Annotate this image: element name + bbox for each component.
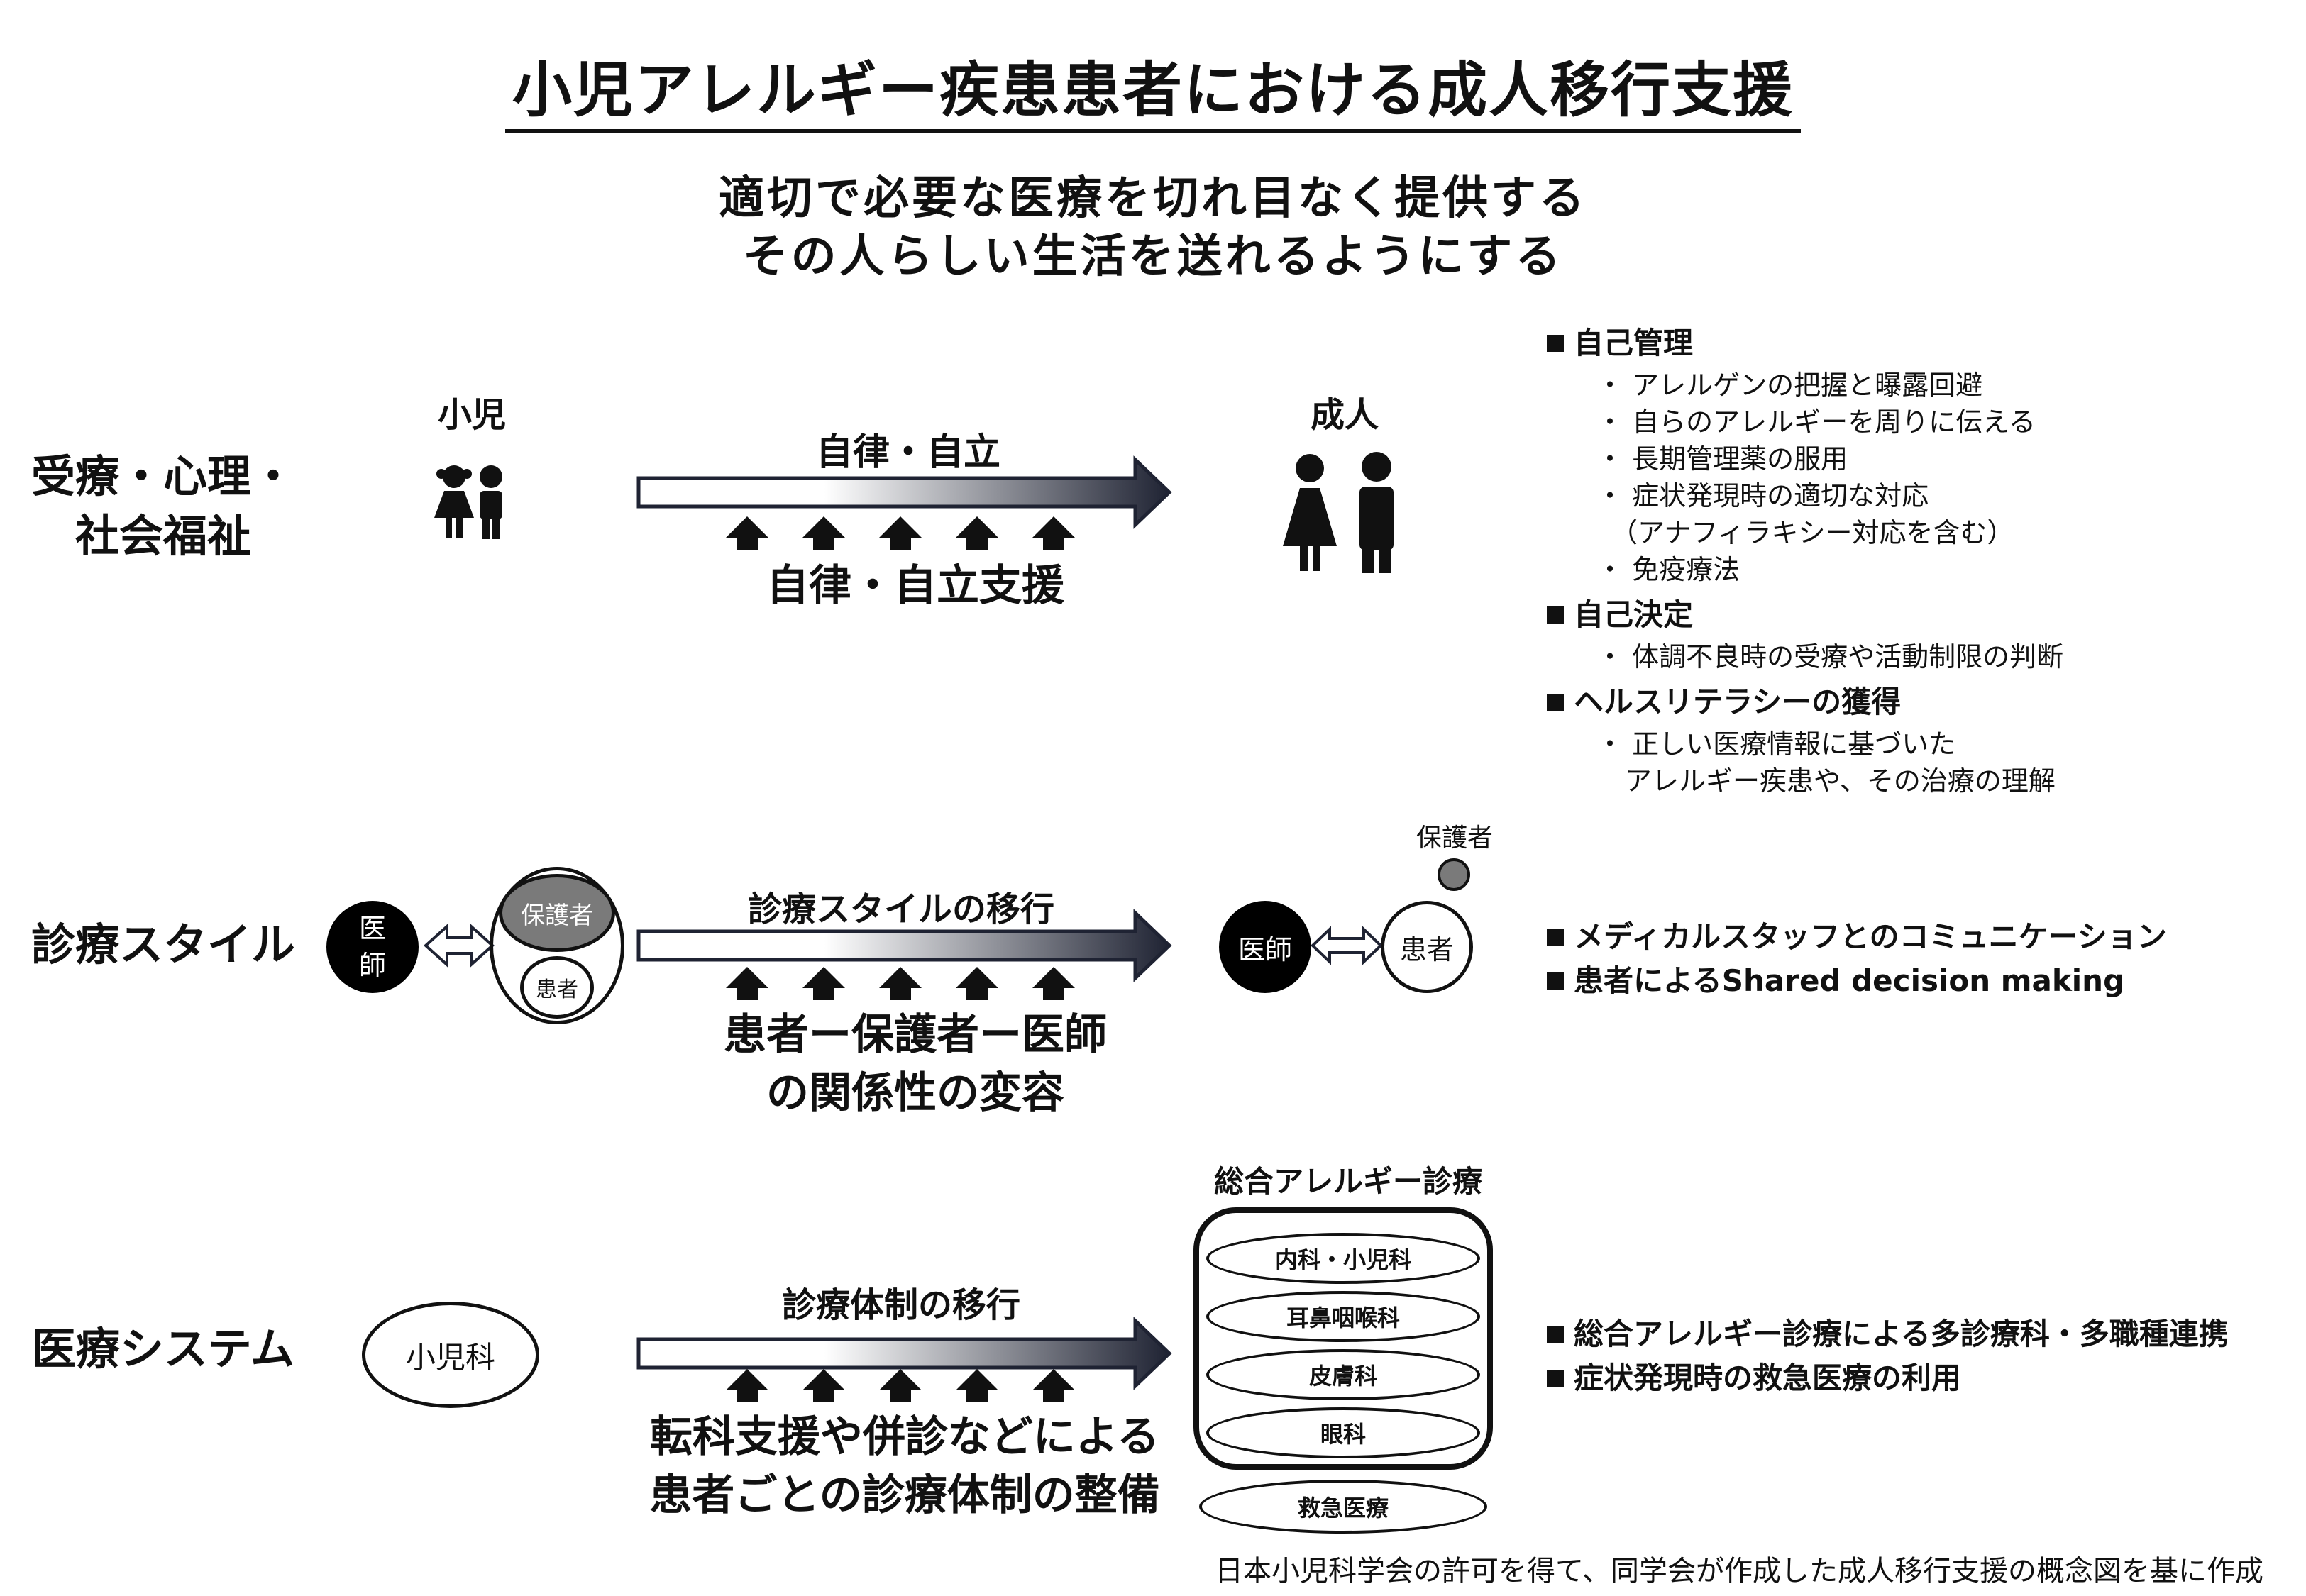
bullet-item: ・ 免疫療法 xyxy=(1596,554,1740,585)
support-arrows-1 xyxy=(726,516,1075,550)
up-arrow xyxy=(726,1369,768,1402)
bullet-item: ・ 長期管理薬の服用 xyxy=(1596,443,1848,475)
department-ellipse: 皮膚科 xyxy=(1206,1349,1480,1400)
support-line: 転科支援や併診などによる xyxy=(649,1412,1160,1462)
support-arrows-2 xyxy=(726,967,1075,1000)
transition-arrow-1 xyxy=(636,455,1172,529)
square-bullet-icon xyxy=(1547,972,1564,990)
support-label-1: 自律・自立支援 xyxy=(766,561,1064,611)
section-heading-self-determination: 自己決定 xyxy=(1547,591,2292,634)
row-label-line: 受療・心理・ xyxy=(31,450,295,502)
guardian-circle: 保護者 xyxy=(499,874,615,952)
square-bullet-icon xyxy=(1547,1369,1564,1387)
right-list-1: 自己管理 ・ アレルゲンの把握と曝露回避 ・ 自らのアレルギーを周りに伝える ・… xyxy=(1547,319,2292,799)
row-label-care: 受療・心理・ 社会福祉 xyxy=(28,447,298,566)
support-line: の関係性の変容 xyxy=(766,1068,1064,1118)
doctor-circle: 医 師 xyxy=(326,901,419,993)
emergency-ellipse: 救急医療 xyxy=(1199,1480,1487,1534)
up-arrow xyxy=(956,516,998,550)
support-line: 患者ごとの診療体制の整備 xyxy=(649,1470,1160,1520)
up-arrow xyxy=(1032,967,1075,1000)
section-bullets: ・ 正しい医療情報に基づいた アレルギー疾患や、その治療の理解 xyxy=(1596,726,2292,799)
doctor-circle-adult: 医師 xyxy=(1219,901,1311,993)
point-item: 症状発現時の救急医療の利用 xyxy=(1547,1356,2299,1400)
guardian-label-adult: 保護者 xyxy=(1416,824,1493,853)
clinic-title: 総合アレルギー診療 xyxy=(1213,1164,1482,1199)
up-arrow xyxy=(802,1369,845,1402)
up-arrow xyxy=(879,1369,922,1402)
support-arrows-3 xyxy=(726,1369,1075,1402)
point-item: 患者によるShared decision making xyxy=(1547,959,2292,1003)
row-label-style: 診療スタイル xyxy=(31,919,295,970)
patient-circle-adult: 患者 xyxy=(1381,901,1473,993)
arrow-label-1: 自律・自立 xyxy=(815,431,1000,474)
up-arrow xyxy=(1032,1369,1075,1402)
row-label-line: 社会福祉 xyxy=(75,510,251,562)
point-item: 総合アレルギー診療による多診療科・多職種連携 xyxy=(1547,1312,2299,1356)
footnote: 日本小児科学会の許可を得て、同学会が作成した成人移行支援の概念図を基に作成 xyxy=(1215,1555,2263,1587)
children-icon xyxy=(434,465,502,539)
page-title: 小児アレルギー疾患患者における成人移行支援 xyxy=(0,43,2306,133)
row-label-system: 医療システム xyxy=(31,1323,295,1375)
child-label: 小児 xyxy=(437,395,506,435)
title-text: 小児アレルギー疾患患者における成人移行支援 xyxy=(504,55,1801,133)
square-bullet-icon xyxy=(1547,928,1564,946)
up-arrow xyxy=(802,967,845,1000)
up-arrow xyxy=(879,516,922,550)
arrow-label-3: 診療体制の移行 xyxy=(781,1285,1020,1325)
bullet-item-continued: （アナフィラキシー対応を含む） xyxy=(1611,517,2014,548)
right-list-2: メディカルスタッフとのコミュニケーション 患者によるShared decisio… xyxy=(1547,915,2292,1003)
point-item: メディカルスタッフとのコミュニケーション xyxy=(1547,915,2292,959)
section-heading-self-management: 自己管理 xyxy=(1547,319,2292,362)
child-care-group xyxy=(490,867,624,1024)
support-line: 患者ー保護者ー医師 xyxy=(724,1010,1107,1060)
bullet-item: ・ アレルゲンの把握と曝露回避 xyxy=(1596,370,1983,401)
subtitle-line-1: 適切で必要な医療を切れ目なく提供する xyxy=(719,172,1587,225)
subtitle-line-2: その人らしい生活を送れるようにする xyxy=(742,231,1564,283)
guardian-dot xyxy=(1438,858,1470,891)
department-ellipse: 眼科 xyxy=(1206,1407,1480,1458)
transition-arrow-2 xyxy=(636,909,1172,982)
support-label-2: 患者ー保護者ー医師 の関係性の変容 xyxy=(631,1006,1199,1122)
arrow-label-2: 診療スタイルの移行 xyxy=(747,890,1054,929)
bullet-item: ・ 体調不良時の受療や活動制限の判断 xyxy=(1596,641,2064,672)
bullet-item: ・ 症状発現時の適切な対応 xyxy=(1596,480,1929,511)
bullet-item: ・ 自らのアレルギーを周りに伝える xyxy=(1596,406,2036,438)
section-heading-health-literacy: ヘルスリテラシーの獲得 xyxy=(1547,678,2292,721)
square-bullet-icon xyxy=(1547,606,1564,624)
up-arrow xyxy=(956,1369,998,1402)
department-ellipse: 内科・小児科 xyxy=(1206,1233,1480,1284)
section-bullets: ・ アレルゲンの把握と曝露回避 ・ 自らのアレルギーを周りに伝える ・ 長期管理… xyxy=(1596,367,2292,588)
department-ellipse: 耳鼻咽喉科 xyxy=(1206,1291,1480,1342)
pediatrics-ellipse: 小児科 xyxy=(362,1302,539,1408)
up-arrow xyxy=(802,516,845,550)
adult-label: 成人 xyxy=(1310,395,1379,435)
square-bullet-icon xyxy=(1547,334,1564,352)
up-arrow xyxy=(879,967,922,1000)
up-arrow xyxy=(956,967,998,1000)
bullet-item-continued: アレルギー疾患や、その治療の理解 xyxy=(1625,765,2056,797)
section-bullets: ・ 体調不良時の受療や活動制限の判断 xyxy=(1596,638,2292,675)
square-bullet-icon xyxy=(1547,693,1564,711)
transition-arrow-3 xyxy=(636,1317,1172,1390)
double-arrow-child xyxy=(424,923,495,968)
comprehensive-clinic-box xyxy=(1193,1207,1493,1470)
double-arrow-adult xyxy=(1311,926,1383,965)
up-arrow xyxy=(1032,516,1075,550)
patient-circle-child: 患者 xyxy=(520,956,594,1019)
up-arrow xyxy=(726,967,768,1000)
support-label-3: 転科支援や併診などによる 患者ごとの診療体制の整備 xyxy=(610,1408,1199,1524)
bullet-item: ・ 正しい医療情報に基づいた xyxy=(1596,728,1956,760)
square-bullet-icon xyxy=(1547,1325,1564,1343)
adults-icon xyxy=(1283,452,1394,573)
up-arrow xyxy=(726,516,768,550)
right-list-3: 総合アレルギー診療による多診療科・多職種連携 症状発現時の救急医療の利用 xyxy=(1547,1312,2299,1400)
